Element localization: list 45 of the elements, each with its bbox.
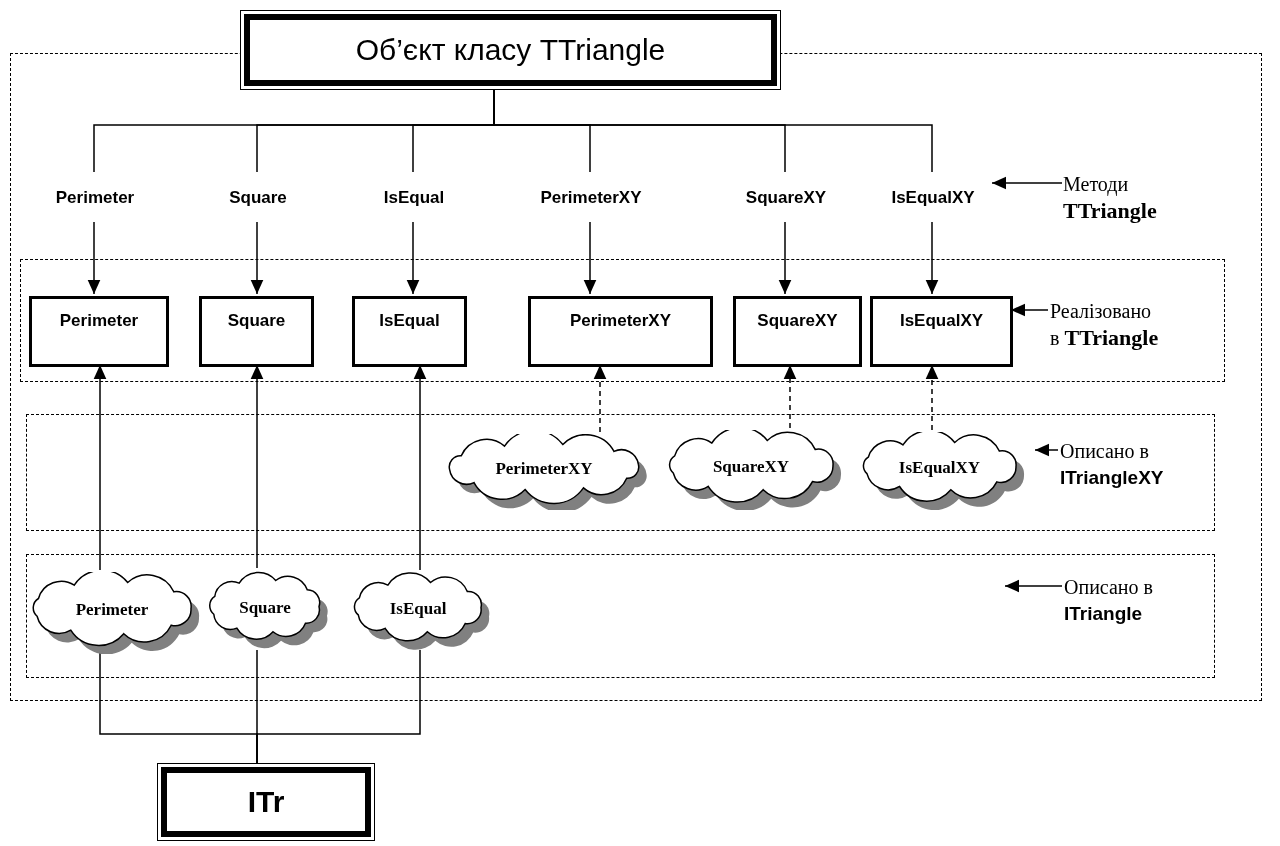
method-name: SquareXY [757,311,838,332]
arrow [991,176,1063,190]
cloud-label: SquareXY [712,457,790,477]
method-label: IsEqualXY [873,173,993,223]
arrow [87,221,101,295]
method-name: PerimeterXY [569,311,672,332]
arrow [1004,579,1063,593]
cloud-label: PerimeterXY [495,459,593,479]
arrow [778,221,792,295]
annotation-text: Методи TTriangle [1063,171,1173,231]
method-box [733,296,862,367]
method-box [528,296,713,367]
cloud-label: Perimeter [75,600,149,620]
method-box [199,296,314,367]
interface-name: ITr [247,785,285,819]
method-label: IsEqual [349,173,479,223]
title-box [240,10,781,90]
cloud-label: Square [239,598,291,618]
cloud-label: IsEqualXY [898,458,981,478]
annotation-text: Реалізовано в TTriangle [1050,298,1162,358]
arrow [1034,443,1059,457]
arrow [406,221,420,295]
interface-box [157,763,375,841]
method-name: IsEqualXY [899,311,984,332]
method-label: PerimeterXY [526,173,656,223]
arrow [583,221,597,295]
method-box [29,296,169,367]
title-text: Об’єкт класу TTriangle [355,33,666,67]
connector-line [256,649,421,764]
annotation-text: Описано в ITriangle [1064,574,1176,634]
group-frame [26,554,1215,678]
method-box [352,296,467,367]
method-label: SquareXY [726,173,846,223]
arrow [925,221,939,295]
cloud-label: IsEqual [389,599,447,619]
method-name: Square [227,311,286,332]
method-name: Perimeter [59,311,139,332]
method-name: IsEqual [379,311,440,332]
method-label: Square [193,173,323,223]
arrow [250,221,264,295]
group-frame [20,259,1225,382]
annotation-text: Описано в ITriangleXY [1060,438,1172,498]
group-frame [26,414,1215,531]
method-box [870,296,1013,367]
method-label: Perimeter [30,173,160,223]
